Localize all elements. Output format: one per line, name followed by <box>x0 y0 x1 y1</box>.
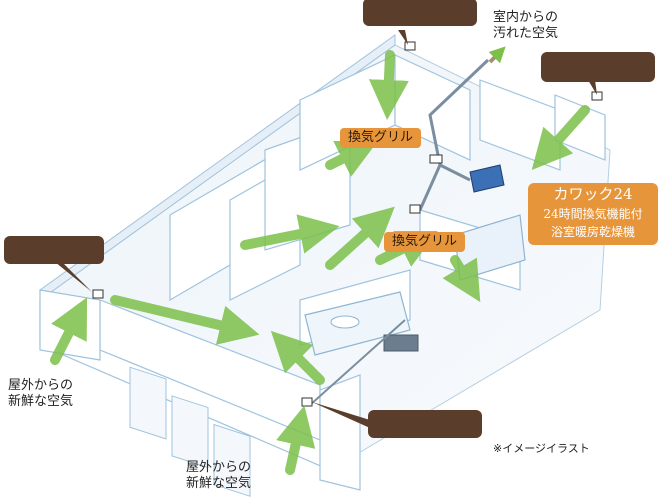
kawakku-line1: 24時間換気機能付 <box>543 207 643 221</box>
indoor-dirty-air-label: 室内からの 汚れた空気 <box>493 10 559 41</box>
callout-bubble-top <box>363 0 477 26</box>
stove <box>383 334 419 352</box>
callout-bubble-bottom <box>368 410 482 438</box>
airflow-arrows <box>50 50 590 475</box>
exhaust-grill-top-tag: 換気グリル <box>340 128 422 148</box>
supply-duct <box>309 319 406 406</box>
window-panels <box>129 366 251 497</box>
exhaust-grill-mid-tag: 換気グリル <box>384 232 466 252</box>
callout-bubble-top-right <box>541 52 655 82</box>
dirty-air-arrow <box>488 46 506 64</box>
outdoor-fresh-air-left-label: 屋外からの 新鮮な空気 <box>8 378 74 409</box>
outdoor-fresh-air-bottom-label: 屋外からの 新鮮な空気 <box>186 460 252 491</box>
callout-pointers <box>55 30 597 428</box>
exhaust-duct <box>418 58 490 211</box>
image-note: ※イメージイラスト <box>493 442 590 455</box>
sink-bowl <box>330 315 360 329</box>
kawakku-callout: カワック24 24時間換気機能付 浴室暖房乾燥機 <box>528 183 658 245</box>
kawakku-line2: 浴室暖房乾燥機 <box>550 225 635 239</box>
kawakku-unit <box>469 164 505 193</box>
callout-bubble-left <box>4 236 104 264</box>
kawakku-title: カワック24 <box>553 185 633 203</box>
